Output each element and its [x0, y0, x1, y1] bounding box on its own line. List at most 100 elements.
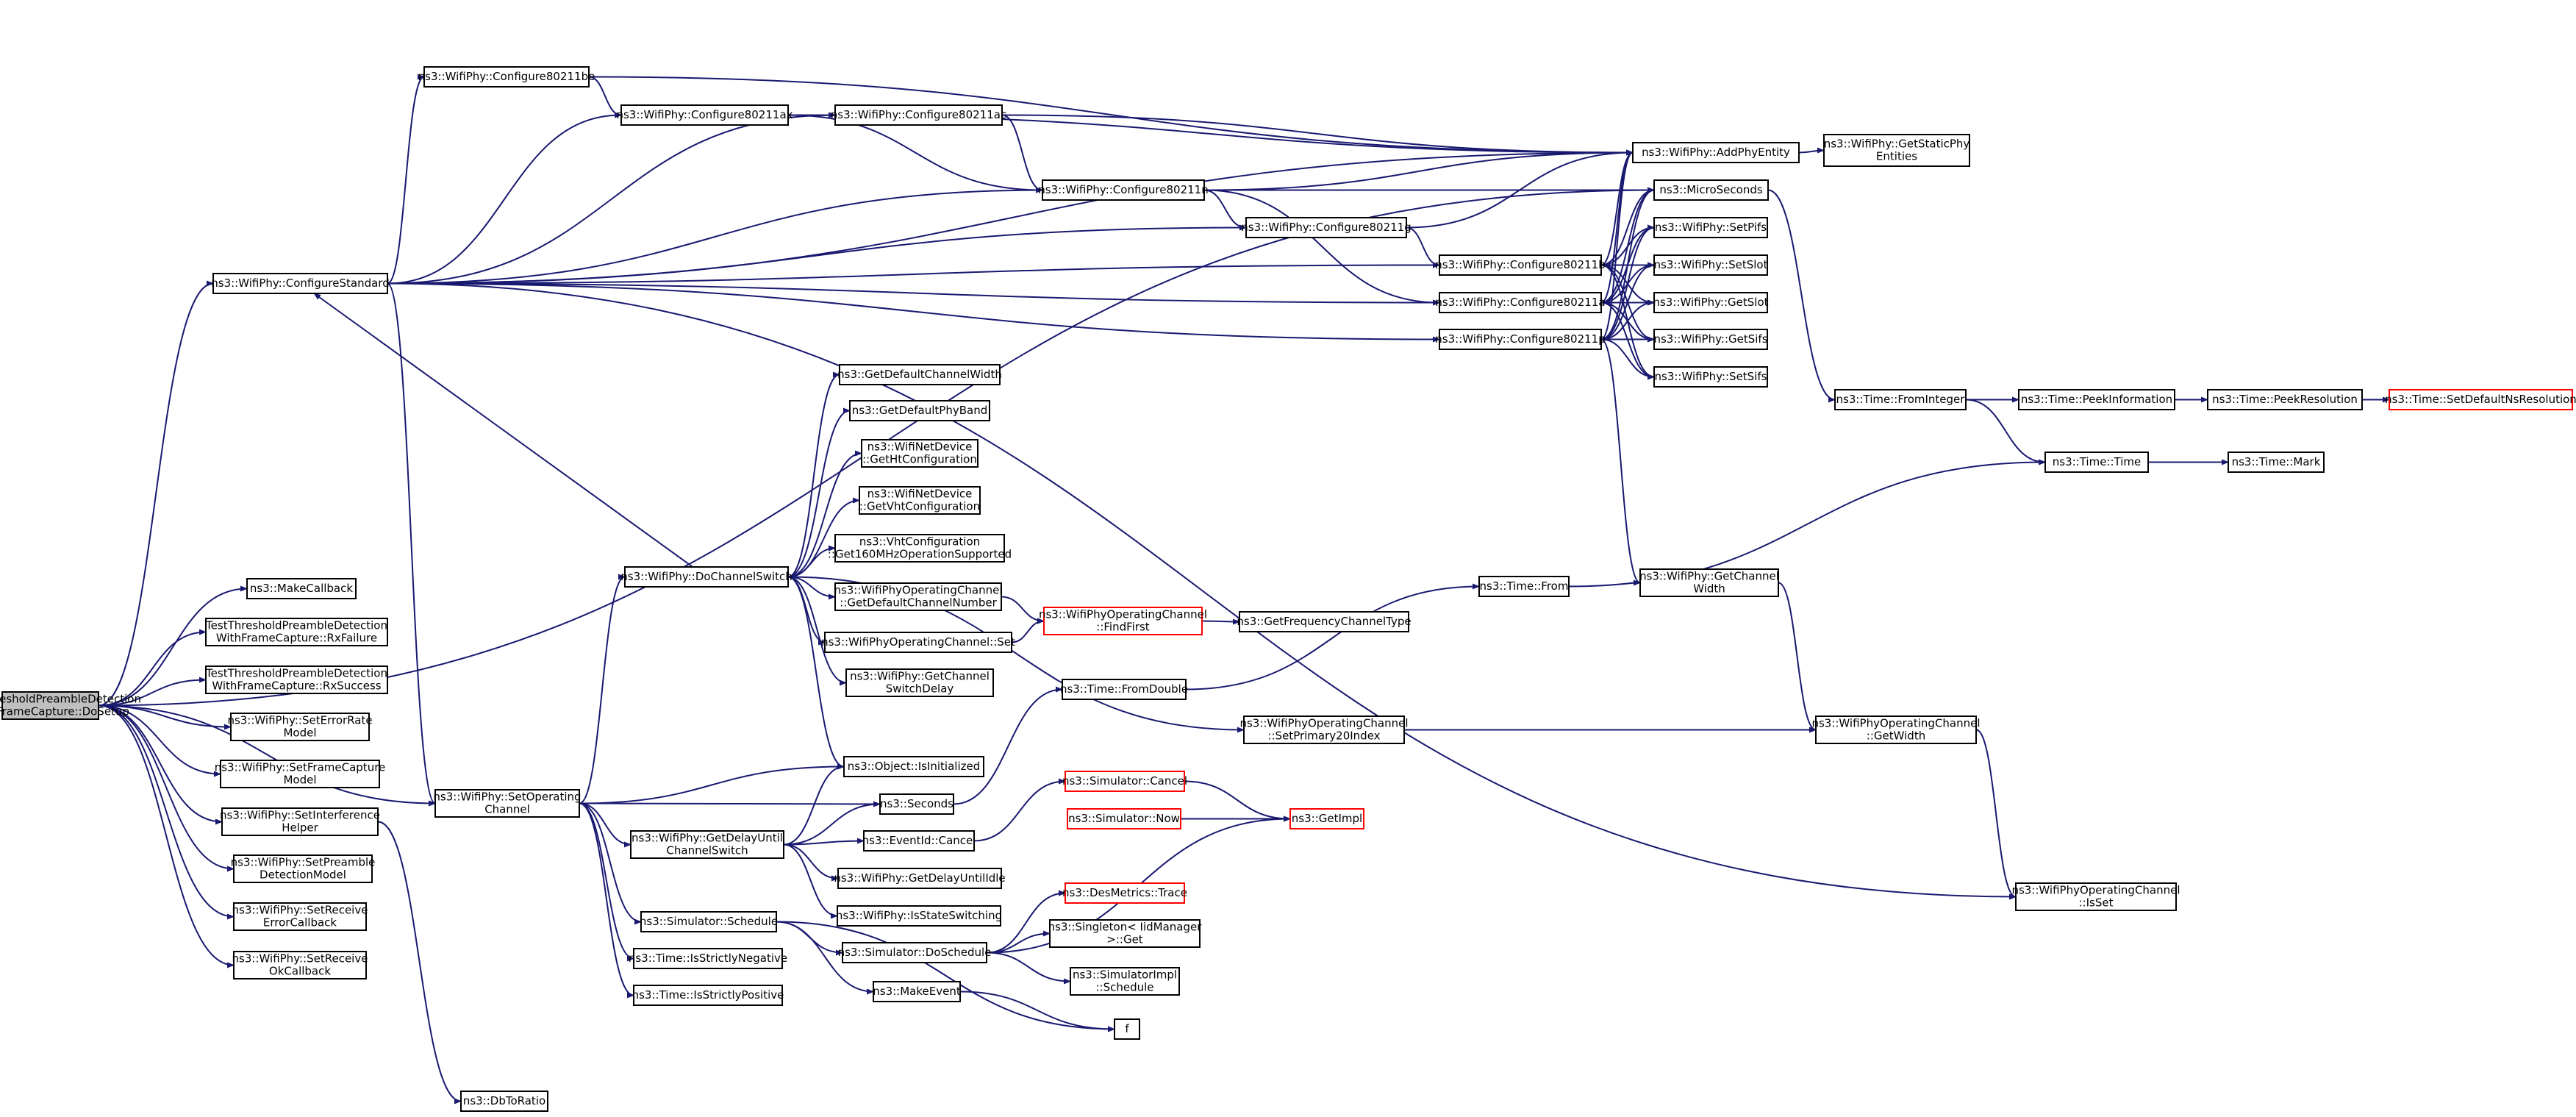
- node-setdefres[interactable]: ns3::Time::SetDefaultNsResolution: [2385, 389, 2576, 410]
- node-label: ns3::WifiPhy::SetSifs: [1655, 370, 1767, 383]
- node-getslot[interactable]: ns3::WifiPhy::GetSlot: [1653, 292, 1769, 313]
- node-setpifs[interactable]: ns3::WifiPhy::SetPifs: [1653, 217, 1768, 238]
- node-fromint[interactable]: ns3::Time::FromInteger: [1834, 389, 1967, 410]
- node-box: [221, 807, 379, 836]
- node-getimpl[interactable]: ns3::GetImpl: [1289, 808, 1364, 829]
- node-box: [843, 756, 984, 777]
- node-setsifs[interactable]: ns3::WifiPhy::SetSifs: [1653, 366, 1768, 388]
- node-timemark[interactable]: ns3::Time::Mark: [2228, 452, 2325, 473]
- node-confstd[interactable]: ns3::WifiPhy::ConfigureStandard: [211, 273, 390, 294]
- node-label: ns3::WifiPhy::Configure80211a: [1435, 296, 1605, 309]
- node-strpos[interactable]: ns3::Time::IsStrictlyPositive: [632, 985, 784, 1006]
- node-cp[interactable]: ns3::WifiPhy::Configure80211p: [1435, 329, 1606, 350]
- node-evcancel[interactable]: ns3::EventId::Cancel: [862, 830, 976, 852]
- node-label: ns3::WifiPhy::Configure80211n: [1038, 183, 1208, 196]
- node-label: ns3::WifiPhy::SetSlot: [1654, 258, 1768, 271]
- node-cg[interactable]: ns3::WifiPhy::Configure80211g: [1241, 217, 1412, 238]
- edge-cn-to-ca: [1203, 189, 1440, 306]
- node-opisset[interactable]: ns3::WifiPhyOperatingChannel::IsSet: [2011, 882, 2180, 911]
- node-getsifs[interactable]: ns3::WifiPhy::GetSifs: [1653, 329, 1768, 350]
- node-setslot[interactable]: ns3::WifiPhy::SetSlot: [1653, 254, 1768, 276]
- node-makecb[interactable]: ns3::MakeCallback: [246, 578, 357, 599]
- node-label: ns3::WifiPhy::SetReceive: [232, 952, 368, 966]
- node-rxsucc[interactable]: TestThresholdPreambleDetectionWithFrameC…: [205, 665, 388, 694]
- node-label: ns3::WifiPhy::GetDelayUntilIdle: [834, 871, 1005, 885]
- node-label: ns3::MakeCallback: [250, 582, 353, 595]
- node-simsched[interactable]: ns3::Simulator::Schedule: [640, 911, 778, 932]
- node-getdefband[interactable]: ns3::GetDefaultPhyBand: [849, 400, 990, 421]
- node-micro[interactable]: ns3::MicroSeconds: [1653, 179, 1769, 201]
- edge-cax-to-cn: [787, 114, 1043, 193]
- node-getfreqct[interactable]: ns3::GetFrequencyChannelType: [1237, 611, 1412, 632]
- node-dosched[interactable]: ns3::Simulator::DoSchedule: [838, 942, 992, 963]
- edge-dochsw-to-getchsd: [787, 576, 847, 686]
- node-box: [1289, 808, 1364, 829]
- node-desmetrics[interactable]: ns3::DesMetrics::Trace: [1062, 882, 1187, 904]
- node-isinit[interactable]: ns3::Object::IsInitialized: [843, 756, 984, 777]
- node-ca[interactable]: ns3::WifiPhy::Configure80211a: [1435, 292, 1606, 313]
- node-box: [1043, 607, 1203, 635]
- node-label: ns3::WifiPhy::SetErrorRate: [227, 714, 372, 727]
- node-dbtoratio[interactable]: ns3::DbToRatio: [460, 1091, 548, 1112]
- node-singleton[interactable]: ns3::Singleton< IidManager>::Get: [1048, 919, 1203, 948]
- node-simnow[interactable]: ns3::Simulator::Now: [1067, 808, 1181, 829]
- node-simcancel[interactable]: ns3::Simulator::Cancel: [1062, 771, 1187, 792]
- node-getvht[interactable]: ns3::WifiNetDevice::GetVhtConfiguration: [859, 486, 981, 515]
- node-root[interactable]: TestThresholdPreambleDetectionWithFrameC…: [0, 691, 141, 720]
- node-opgetw[interactable]: ns3::WifiPhyOperatingChannel::GetWidth: [1811, 715, 1981, 744]
- node-simimpl[interactable]: ns3::SimulatorImpl::Schedule: [1070, 967, 1180, 996]
- node-getdefchn[interactable]: ns3::WifiPhyOperatingChannel::GetDefault…: [834, 582, 1003, 611]
- node-label: ns3::WifiPhy::GetChannel: [850, 670, 990, 683]
- node-dochsw[interactable]: ns3::WifiPhy::DoChannelSwitch: [620, 566, 793, 588]
- node-cn[interactable]: ns3::WifiPhy::Configure80211n: [1038, 179, 1209, 201]
- edge-confstd-to-opisset: [387, 282, 2017, 900]
- node-box: [1639, 568, 1779, 597]
- node-fnode[interactable]: f: [1114, 1018, 1140, 1040]
- node-getdefcw[interactable]: ns3::GetDefaultChannelWidth: [837, 364, 1002, 385]
- edge-cbe-to-addphy: [588, 76, 1634, 156]
- node-opset[interactable]: ns3::WifiPhyOperatingChannel::Set: [821, 632, 1015, 653]
- node-cax[interactable]: ns3::WifiPhy::Configure80211ax: [616, 104, 793, 126]
- node-cb[interactable]: ns3::WifiPhy::Configure80211b: [1435, 254, 1606, 276]
- node-box: [1632, 142, 1800, 163]
- node-box: [837, 868, 1002, 889]
- node-seconds[interactable]: ns3::Seconds: [879, 793, 954, 815]
- node-cbe[interactable]: ns3::WifiPhy::Configure80211be: [418, 66, 595, 88]
- node-addphy[interactable]: ns3::WifiPhy::AddPhyEntity: [1632, 142, 1800, 163]
- node-timefrom[interactable]: ns3::Time::From: [1478, 576, 1570, 597]
- node-box: [863, 830, 975, 852]
- node-box: [1478, 576, 1570, 597]
- node-getht[interactable]: ns3::WifiNetDevice::GetHtConfiguration: [861, 439, 978, 468]
- node-peekres[interactable]: ns3::Time::PeekResolution: [2207, 389, 2363, 410]
- node-label: f: [1125, 1022, 1129, 1035]
- node-setp20[interactable]: ns3::WifiPhyOperatingChannel::SetPrimary…: [1239, 715, 1409, 744]
- node-label: Model: [283, 774, 316, 787]
- edge-dosched-to-simimpl: [986, 952, 1071, 985]
- node-rxfail[interactable]: TestThresholdPreambleDetectionWithFrameC…: [205, 618, 388, 646]
- node-findfirst[interactable]: ns3::WifiPhyOperatingChannel::FindFirst: [1039, 607, 1207, 635]
- node-isstatesw[interactable]: ns3::WifiPhy::IsStateSwitching: [836, 905, 1002, 927]
- node-cac[interactable]: ns3::WifiPhy::Configure80211ac: [831, 104, 1006, 126]
- node-get160[interactable]: ns3::VhtConfiguration::Get160MHzOperatio…: [828, 534, 1012, 563]
- node-strneg[interactable]: ns3::Time::IsStrictlyNegative: [629, 948, 787, 969]
- node-timetime[interactable]: ns3::Time::Time: [2044, 452, 2149, 473]
- node-peekinfo[interactable]: ns3::Time::PeekInformation: [2018, 389, 2175, 410]
- node-label: ns3::WifiPhy::SetPifs: [1655, 221, 1767, 234]
- edge-confstd-to-ca: [387, 282, 1440, 306]
- node-box: [824, 632, 1012, 653]
- edge-confstd-to-cax: [387, 112, 622, 285]
- node-makeevent[interactable]: ns3::MakeEvent: [873, 981, 961, 1002]
- node-getdelayidle[interactable]: ns3::WifiPhy::GetDelayUntilIdle: [834, 868, 1006, 889]
- node-fromdouble[interactable]: ns3::Time::FromDouble: [1060, 679, 1188, 700]
